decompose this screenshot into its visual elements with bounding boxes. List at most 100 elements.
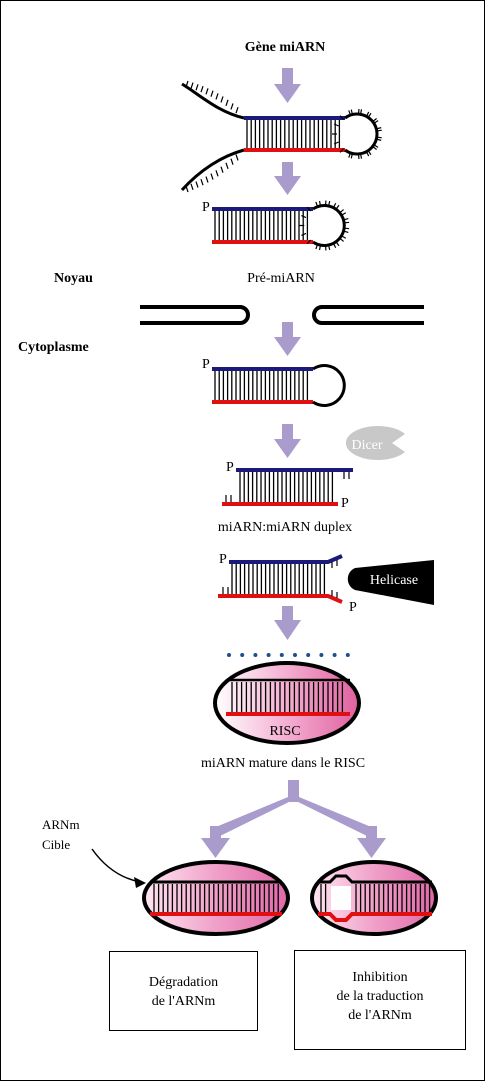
flow-arrows bbox=[201, 68, 386, 858]
dicer-shape bbox=[345, 425, 405, 460]
phosphate-label: P bbox=[341, 496, 349, 511]
risc-degradation bbox=[142, 860, 290, 936]
target-pointer bbox=[91, 848, 141, 883]
risc-complex: RISC bbox=[213, 661, 361, 745]
tail-base bbox=[205, 176, 209, 183]
tail-base bbox=[190, 82, 194, 89]
mirna-strand bbox=[318, 912, 432, 922]
pointer-head bbox=[134, 877, 146, 888]
base-pairs bbox=[214, 211, 309, 240]
terminal-loop bbox=[332, 109, 382, 159]
terminal-loop bbox=[299, 200, 350, 251]
loop-base bbox=[350, 153, 353, 159]
loop-base bbox=[344, 221, 350, 224]
dot bbox=[253, 653, 258, 657]
gene-title: Gène miARN bbox=[245, 40, 326, 55]
loop-base bbox=[372, 118, 377, 123]
terminal-loop bbox=[312, 364, 346, 407]
outcome-inhibition-text: Inhibition de la traduction de l'ARNm bbox=[336, 970, 424, 1023]
tail-base bbox=[215, 93, 219, 100]
tail-base bbox=[210, 173, 214, 180]
loop-base bbox=[333, 141, 339, 145]
arrow-down bbox=[274, 606, 301, 640]
loop-base bbox=[376, 138, 382, 141]
tail-base bbox=[230, 158, 234, 165]
bulge bbox=[331, 886, 351, 910]
tail-base bbox=[200, 85, 204, 93]
loop-base bbox=[335, 241, 340, 247]
loop-base bbox=[372, 145, 377, 150]
phosphate-label: P bbox=[219, 552, 227, 567]
tail-base bbox=[185, 185, 189, 193]
dot bbox=[293, 653, 297, 657]
tail-base bbox=[200, 179, 204, 186]
tail-base bbox=[210, 90, 214, 97]
loop-base bbox=[373, 144, 379, 148]
duplex-label: miARN:miARN duplex bbox=[218, 520, 352, 535]
loop-base bbox=[341, 235, 347, 239]
strand-3prime-tail bbox=[180, 148, 245, 192]
loop-base bbox=[315, 244, 319, 250]
loop-base bbox=[301, 215, 307, 219]
pre-mirna-label: Pré-miARN bbox=[247, 271, 315, 286]
tail-base bbox=[230, 103, 234, 110]
base-pairs bbox=[320, 884, 431, 912]
loop-backbone bbox=[312, 364, 346, 407]
tail-base bbox=[215, 170, 219, 177]
phosphate-label: P bbox=[349, 600, 357, 615]
red-strand bbox=[218, 594, 343, 604]
dot bbox=[345, 653, 350, 657]
dot bbox=[266, 653, 271, 657]
loop-base bbox=[306, 239, 312, 245]
helicase-shape bbox=[347, 560, 434, 605]
outcome-degradation-text: Dégradation de l'ARNm bbox=[148, 975, 219, 1009]
helicase-unwinding: P P Helicase bbox=[218, 552, 434, 615]
loop-base bbox=[376, 129, 382, 132]
base-pairs bbox=[246, 120, 341, 148]
loop-base bbox=[367, 112, 372, 118]
arrow-down bbox=[274, 424, 301, 458]
cytoplasmic-pre-mirna: P bbox=[202, 357, 346, 407]
dot bbox=[306, 653, 311, 657]
tail-base bbox=[235, 106, 239, 114]
tail-base bbox=[225, 99, 229, 106]
loop-base bbox=[343, 217, 349, 221]
membrane-right bbox=[312, 305, 424, 325]
base-pairs bbox=[239, 472, 334, 502]
dicer-label: Dicer bbox=[351, 438, 382, 453]
pre-mirna-hairpin: P bbox=[202, 200, 350, 251]
target-mrna bbox=[318, 874, 432, 884]
strand-5prime-tail bbox=[181, 82, 245, 120]
dot bbox=[319, 653, 324, 657]
target-label-line1: ARNm bbox=[42, 817, 80, 832]
loop-base bbox=[359, 109, 363, 115]
base-pairs bbox=[231, 564, 326, 594]
cytoplasm-label: Cytoplasme bbox=[18, 340, 89, 355]
risc-inhibition bbox=[310, 860, 438, 936]
loop-base bbox=[367, 150, 372, 156]
dot bbox=[227, 653, 231, 657]
tail-base bbox=[190, 183, 194, 191]
tail-base bbox=[235, 154, 239, 161]
phosphate-label: P bbox=[226, 460, 234, 475]
loop-base bbox=[339, 115, 344, 120]
tail-base bbox=[225, 162, 229, 170]
loop-base bbox=[332, 202, 337, 208]
loop-base bbox=[339, 237, 344, 242]
loop-base bbox=[376, 127, 382, 130]
tail-base bbox=[220, 166, 224, 173]
phosphate-label: P bbox=[202, 357, 210, 372]
arrow-down bbox=[274, 68, 301, 103]
helicase-label: Helicase bbox=[370, 573, 418, 588]
pri-mirna-hairpin bbox=[180, 80, 382, 193]
tail-base bbox=[195, 181, 199, 188]
loop-base bbox=[348, 152, 351, 158]
loop-base bbox=[359, 153, 363, 159]
loop-base bbox=[306, 206, 312, 212]
loop-base bbox=[318, 200, 322, 206]
dot bbox=[279, 653, 284, 657]
loop-base bbox=[339, 209, 344, 214]
tail-base bbox=[185, 80, 189, 88]
arrow-down bbox=[274, 322, 301, 356]
